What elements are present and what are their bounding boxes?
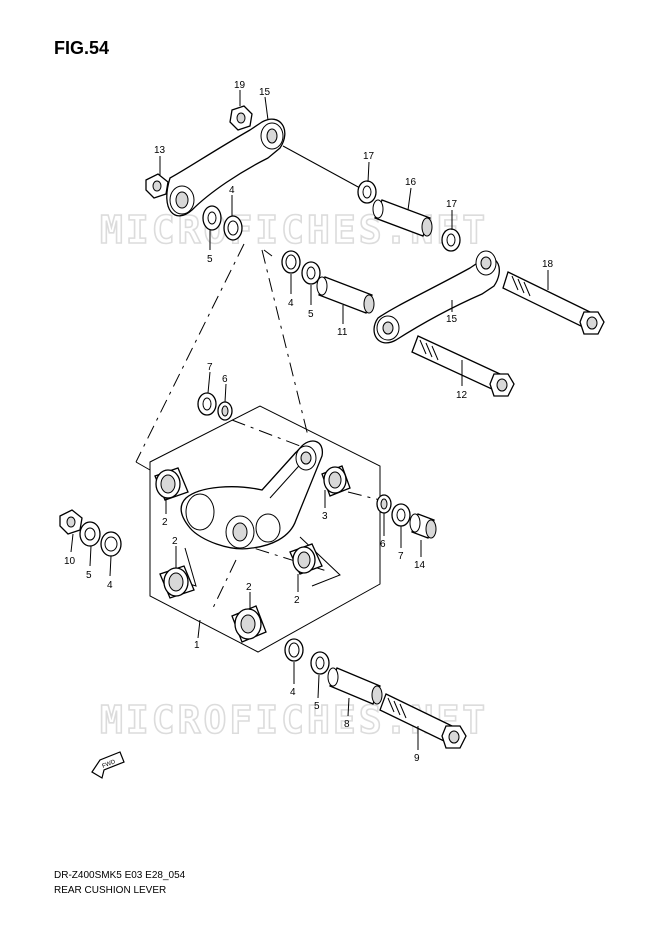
bearing-2-upper-left [154, 467, 189, 501]
washer-17-left [357, 180, 377, 204]
nut-10 [59, 509, 83, 535]
callout-1: 1 [194, 640, 200, 651]
callout-15-upper: 15 [259, 87, 271, 98]
cushion-rod-upper [166, 118, 286, 217]
callout-2-right: 2 [294, 595, 300, 606]
fwd-arrow-icon: FWD [91, 751, 125, 779]
callout-17-left: 17 [363, 151, 375, 162]
callout-5-lower: 5 [314, 701, 320, 712]
spacer-11 [316, 276, 375, 314]
callout-15-lower: 15 [446, 314, 458, 325]
bearing-2-right [289, 543, 323, 575]
model-code: DR-Z400SMK5 E03 E28_054 [54, 870, 186, 881]
washers-7-6-upper [197, 392, 233, 421]
callout-8: 8 [344, 719, 350, 730]
spacer-14 [409, 513, 437, 539]
callout-2-bottom: 2 [246, 582, 252, 593]
callout-6-right: 6 [380, 539, 386, 550]
figure-title: FIG.54 [54, 38, 110, 58]
callout-17-right: 17 [446, 199, 458, 210]
callout-16: 16 [405, 177, 417, 188]
callout-4-upper: 4 [229, 185, 235, 196]
callout-18: 18 [542, 259, 554, 270]
callout-4-middle: 4 [288, 298, 294, 309]
callout-6-upper: 6 [222, 374, 228, 385]
bearing-2-lower-left [159, 565, 195, 599]
callout-2-upper-left: 2 [162, 517, 168, 528]
callout-19: 19 [234, 80, 246, 91]
fwd-label: FWD [102, 759, 118, 770]
callout-3: 3 [322, 511, 328, 522]
washers-upper-left [202, 205, 243, 241]
diagram-caption: REAR CUSHION LEVER [54, 885, 167, 896]
spacer-16 [372, 199, 433, 237]
washers-middle [281, 250, 321, 285]
washers-lower [284, 638, 330, 675]
callout-5-left: 5 [86, 570, 92, 581]
callout-13: 13 [154, 145, 166, 156]
callout-7-right: 7 [398, 551, 404, 562]
callout-4-lower: 4 [290, 687, 296, 698]
washer-17-right [441, 228, 461, 252]
callout-5-middle: 5 [308, 309, 314, 320]
callout-9: 9 [414, 753, 420, 764]
bolt-12 [411, 335, 515, 397]
bolt-18 [502, 271, 605, 335]
nut-19 [229, 105, 253, 131]
callout-14: 14 [414, 560, 426, 571]
nut-13 [145, 173, 169, 199]
cushion-lever-1 [180, 440, 323, 550]
bearing-2-bottom [231, 605, 267, 643]
spacer-8 [327, 667, 383, 705]
callout-12: 12 [456, 390, 468, 401]
callout-11: 11 [337, 327, 348, 338]
footer: DR-Z400SMK5 E03 E28_054 REAR CUSHION LEV… [54, 868, 185, 898]
callout-10: 10 [64, 556, 76, 567]
washers-6-7-right [376, 494, 411, 527]
callout-2-lower-left: 2 [172, 536, 178, 547]
bolt-9 [379, 693, 467, 749]
bearing-3 [321, 465, 351, 497]
callout-7-upper: 7 [207, 362, 213, 373]
cushion-rod-lower [373, 250, 500, 344]
callout-5-upper: 5 [207, 254, 213, 265]
washers-left [79, 521, 122, 557]
callout-leaders [70, 90, 549, 750]
callout-4-left: 4 [107, 580, 113, 591]
